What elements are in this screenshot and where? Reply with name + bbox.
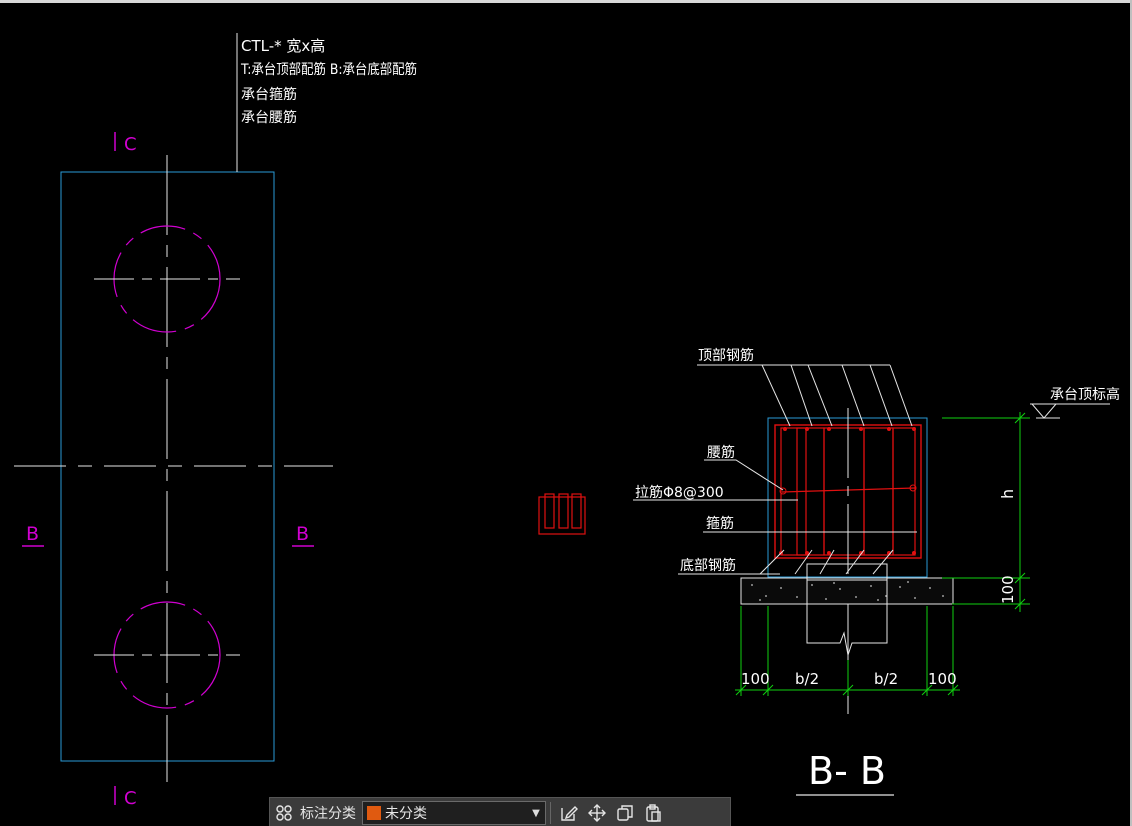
category-grid-icon[interactable] xyxy=(270,799,298,826)
section-mark-c-top: C xyxy=(114,132,137,155)
waist-rebar-label: 腰筋 xyxy=(707,444,735,461)
section-title: B- B xyxy=(808,749,886,793)
category-select[interactable]: 未分类 ▼ xyxy=(362,801,546,825)
svg-text:B: B xyxy=(26,523,39,545)
svg-text:C: C xyxy=(124,134,137,155)
top-rebar-label: 顶部钢筋 xyxy=(698,347,754,364)
cushion-layer xyxy=(740,577,954,605)
height-dimension xyxy=(942,412,1030,612)
toolbar-divider xyxy=(550,802,551,824)
red-block-symbol xyxy=(538,493,586,535)
pile-cap-plan: CTL-* 宽x高 T:承台顶部配筋 B:承台底部配筋 承台箍筋 承台腰筋 C … xyxy=(14,33,417,809)
bottom-rebar-label: 底部钢筋 xyxy=(680,557,736,574)
bottom-dimension-lines xyxy=(735,606,960,696)
top-elevation-symbol xyxy=(1030,403,1110,419)
callout-line-3: 承台箍筋 xyxy=(241,86,297,103)
section-b-b: 顶部钢筋 腰筋 拉筋Φ8@300 箍筋 底部钢筋 h 100 xyxy=(633,347,1120,796)
top-rebar-dots xyxy=(783,427,916,431)
svg-text:B: B xyxy=(296,523,309,545)
stirrup-label: 箍筋 xyxy=(706,515,734,532)
annotation-toolbar: 标注分类 未分类 ▼ xyxy=(269,797,731,826)
pile-break-line xyxy=(806,580,888,656)
bottom-rebar-leaders xyxy=(678,549,894,575)
cushion-hatch xyxy=(751,581,944,601)
height-label: h xyxy=(998,489,1017,499)
dim-half-right-label: b/2 xyxy=(874,670,898,688)
window-right-edge xyxy=(1130,0,1132,826)
top-rebar-leaders xyxy=(697,364,913,427)
inner-stirrups xyxy=(780,427,916,556)
callout-line-2: T:承台顶部配筋 B:承台底部配筋 xyxy=(240,61,417,78)
svg-text:C: C xyxy=(124,788,137,809)
chevron-down-icon: ▼ xyxy=(532,807,540,819)
dim-left-label: 100 xyxy=(741,670,770,688)
section-mark-b-left: B xyxy=(22,523,44,547)
section-mark-c-bottom: C xyxy=(114,786,137,809)
dim-half-left-label: b/2 xyxy=(795,670,819,688)
waist-rebar-leader xyxy=(704,459,784,491)
window-top-edge xyxy=(0,0,1132,3)
paste-icon[interactable] xyxy=(639,799,667,826)
tie-bar-label: 拉筋Φ8@300 xyxy=(635,484,724,501)
pile-head-outline xyxy=(806,563,888,581)
cushion-thickness-label: 100 xyxy=(999,575,1017,604)
dim-right-label: 100 xyxy=(928,670,957,688)
copy-icon[interactable] xyxy=(611,799,639,826)
annotation-category-label: 标注分类 xyxy=(300,806,356,822)
pile-bottom xyxy=(94,601,240,709)
callout-line-1: CTL-* 宽x高 xyxy=(241,37,325,55)
edit-icon[interactable] xyxy=(555,799,583,826)
top-elevation-label: 承台顶标高 xyxy=(1050,386,1120,403)
move-icon[interactable] xyxy=(583,799,611,826)
callout-line-4: 承台腰筋 xyxy=(241,109,297,126)
category-select-value: 未分类 xyxy=(385,806,427,822)
section-mark-b-right: B xyxy=(292,523,314,547)
category-color-swatch xyxy=(367,806,381,820)
pile-top xyxy=(94,225,240,333)
